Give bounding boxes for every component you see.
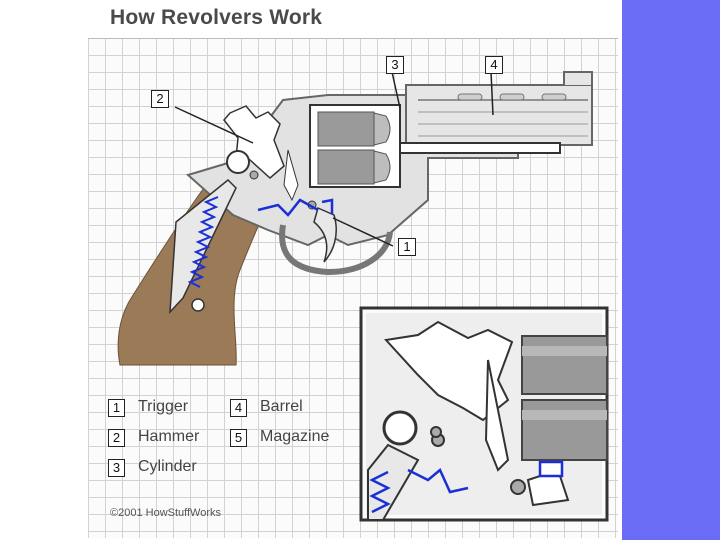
callout-2: 2 — [151, 90, 169, 108]
legend-label-barrel: Barrel — [260, 398, 303, 415]
left-margin — [0, 0, 86, 540]
hammer — [223, 105, 285, 179]
callout-1: 1 — [398, 238, 416, 256]
blue-mechanism — [257, 198, 334, 217]
legend-num-1: 1 — [108, 399, 125, 417]
cartridge-top — [317, 111, 375, 147]
diagram-title: How Revolvers Work — [110, 6, 323, 29]
cartridge-bottom — [317, 149, 375, 185]
legend-label-trigger: Trigger — [138, 398, 189, 415]
legend-num-5: 5 — [230, 429, 247, 447]
title-bar: How Revolvers Work — [88, 0, 618, 39]
inset-detail — [359, 306, 609, 522]
legend-num-3: 3 — [108, 459, 125, 477]
diagram-panel: How Revolvers Work — [88, 0, 618, 540]
mainspring — [187, 196, 219, 288]
callout-4: 4 — [485, 56, 503, 74]
legend-num-2: 2 — [108, 429, 125, 447]
mainspring-housing — [169, 178, 237, 315]
trigger-guard — [279, 224, 393, 276]
revolver-illustration — [117, 71, 609, 522]
pivot-pin — [226, 150, 250, 174]
legend-num-4: 4 — [230, 399, 247, 417]
copyright: ©2001 HowStuffWorks — [110, 507, 222, 519]
callout-3: 3 — [386, 56, 404, 74]
trigger — [313, 206, 337, 263]
legend-label-magazine: Magazine — [260, 428, 330, 445]
legend-label-cylinder: Cylinder — [138, 458, 197, 475]
legend-label-hammer: Hammer — [138, 428, 200, 445]
